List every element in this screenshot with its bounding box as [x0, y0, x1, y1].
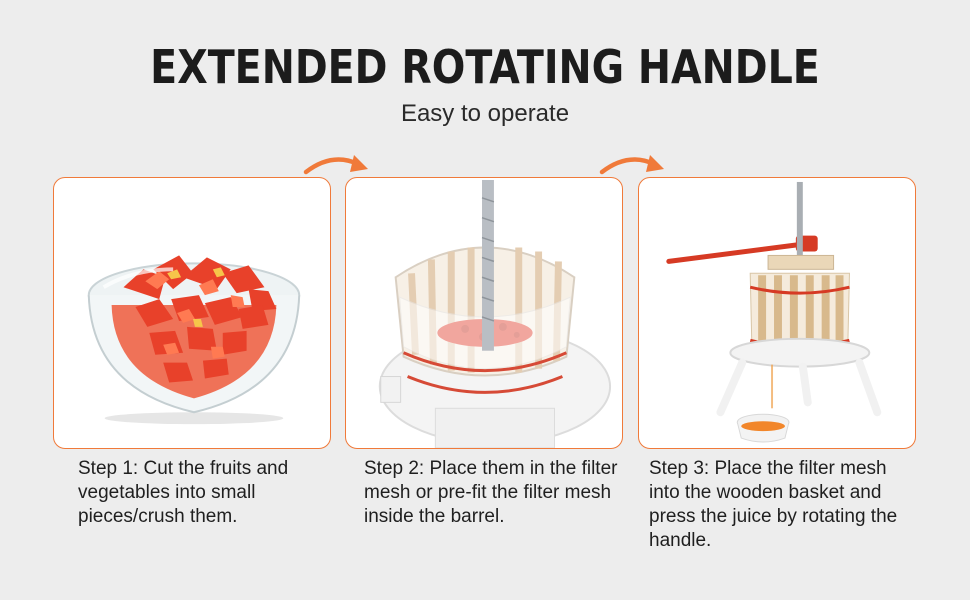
page-subtitle: Easy to operate: [400, 100, 570, 127]
step-3-image: [638, 177, 916, 449]
step-2-caption: Step 2: Place them in the filter mesh or…: [364, 458, 618, 527]
step-2-image: [345, 177, 623, 449]
curved-arrow-icon: [599, 155, 664, 175]
step-1-caption: Step 1: Cut the fruits and vegetables in…: [78, 458, 289, 527]
curved-arrow-icon: [303, 155, 368, 175]
page-title: EXTENDED ROTATING HANDLE: [150, 40, 820, 94]
step-3-caption: Step 3: Place the filter mesh into the w…: [649, 458, 898, 551]
step-1-image: [53, 177, 331, 449]
